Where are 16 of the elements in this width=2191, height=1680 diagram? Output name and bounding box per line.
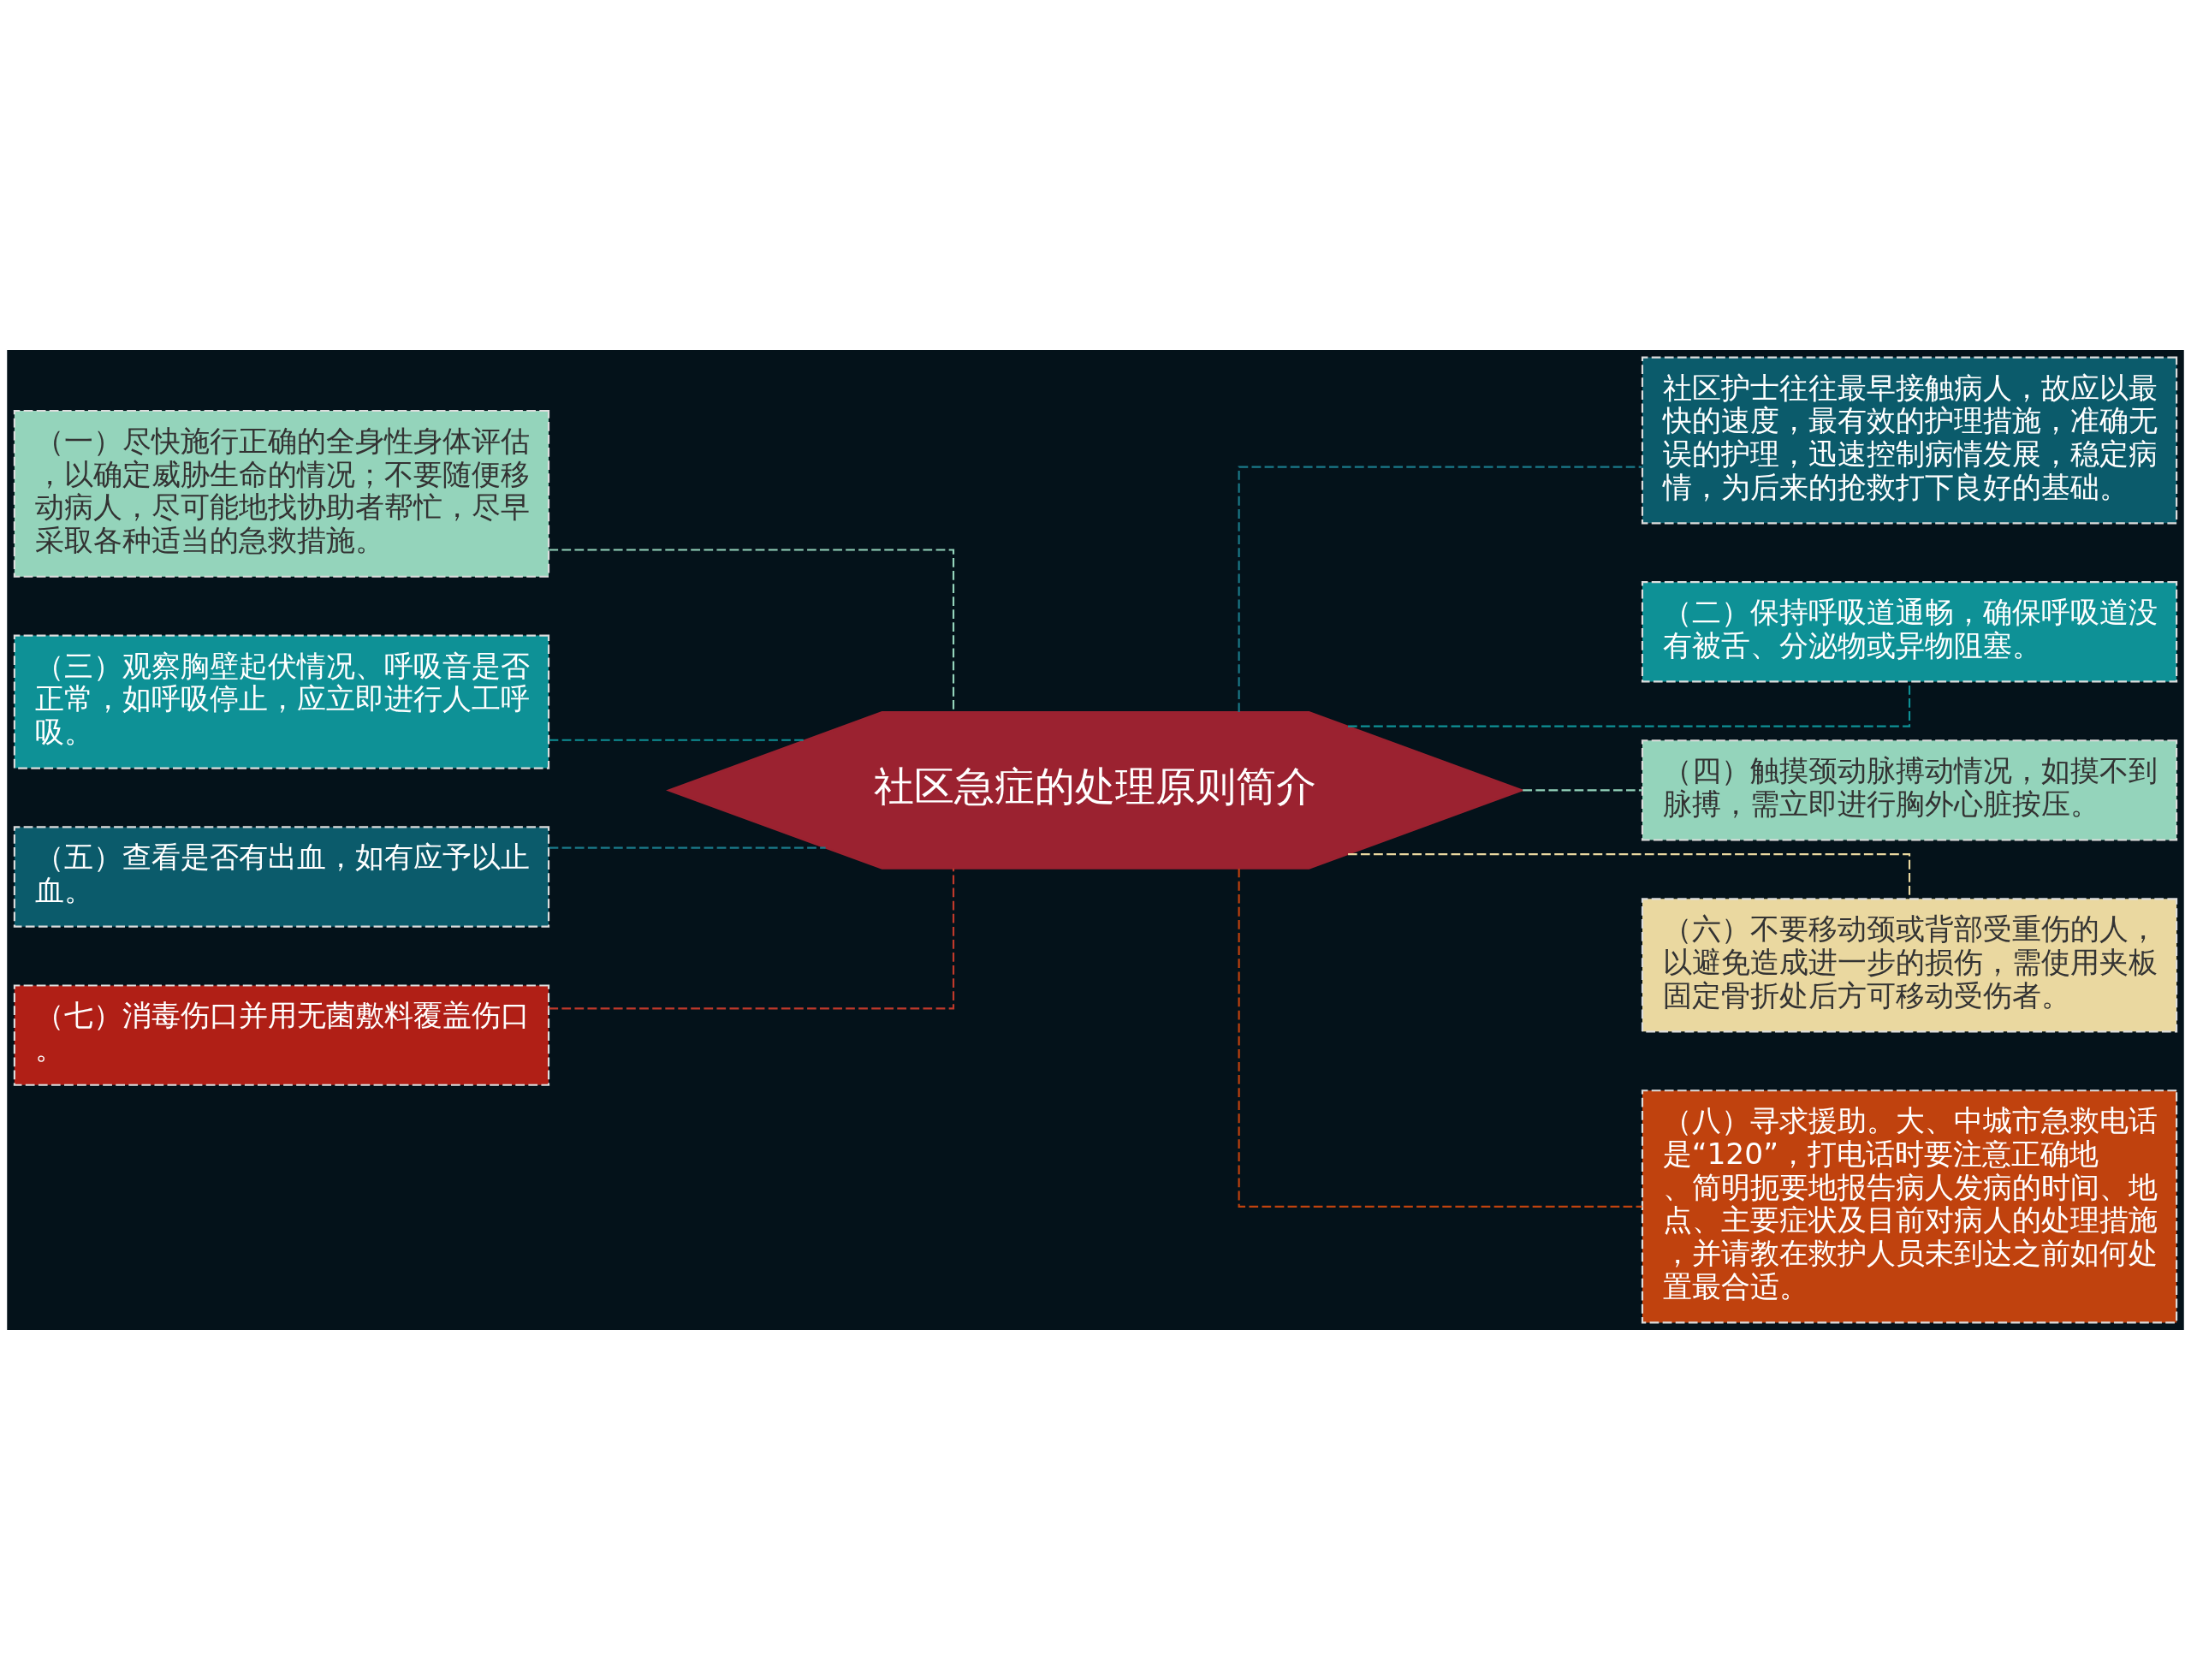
node-box: （八）寻求援助。大、中城市急救电话是“120”，打电话时要注意正确地、简明扼要地报告病人发病的时间、地点、主要症状及目前对病人的处理措施，并请教在救护人员未到达之前如何处置最合适。 (1641, 1089, 2178, 1324)
connector (549, 868, 955, 1010)
node-box: （二）保持呼吸道通畅，确保呼吸道没有被舌、分泌物或异物阻塞。 (1641, 581, 2178, 683)
node-box: （四）触摸颈动脉搏动情况，如摸不到脉搏，需立即进行胸外心脏按压。 (1641, 739, 2178, 841)
node-box: （五）查看是否有出血，如有应予以止血。 (13, 826, 550, 928)
node-box: （七）消毒伤口并用无菌敷料覆盖伤口。 (13, 984, 550, 1086)
node-box: （三）观察胸壁起伏情况、呼吸音是否正常，如呼吸停止，应立即进行人工呼吸。 (13, 634, 550, 769)
connector (549, 739, 805, 741)
node-box: 社区护士往往最早接触病人，故应以最快的速度，最有效的护理措施，准确无误的护理，迅速控制病情发展，稳定病情，为后来的抢救打下良好的基础。 (1641, 356, 2178, 525)
connector (1238, 466, 1642, 712)
connector (1238, 868, 1642, 1208)
connector (549, 846, 826, 849)
connector (549, 549, 955, 712)
connector (1523, 789, 1642, 792)
node-box: （六）不要移动颈或背部受重伤的人，以避免造成进一步的损伤，需使用夹板固定骨折处后方可移动受伤者。 (1641, 898, 2178, 1033)
node-box: （一）尽快施行正确的全身性身体评估，以确定威胁生命的情况；不要随便移动病人，尽可能地找协助者帮忙，尽早采取各种适当的急救措施。 (13, 409, 550, 578)
